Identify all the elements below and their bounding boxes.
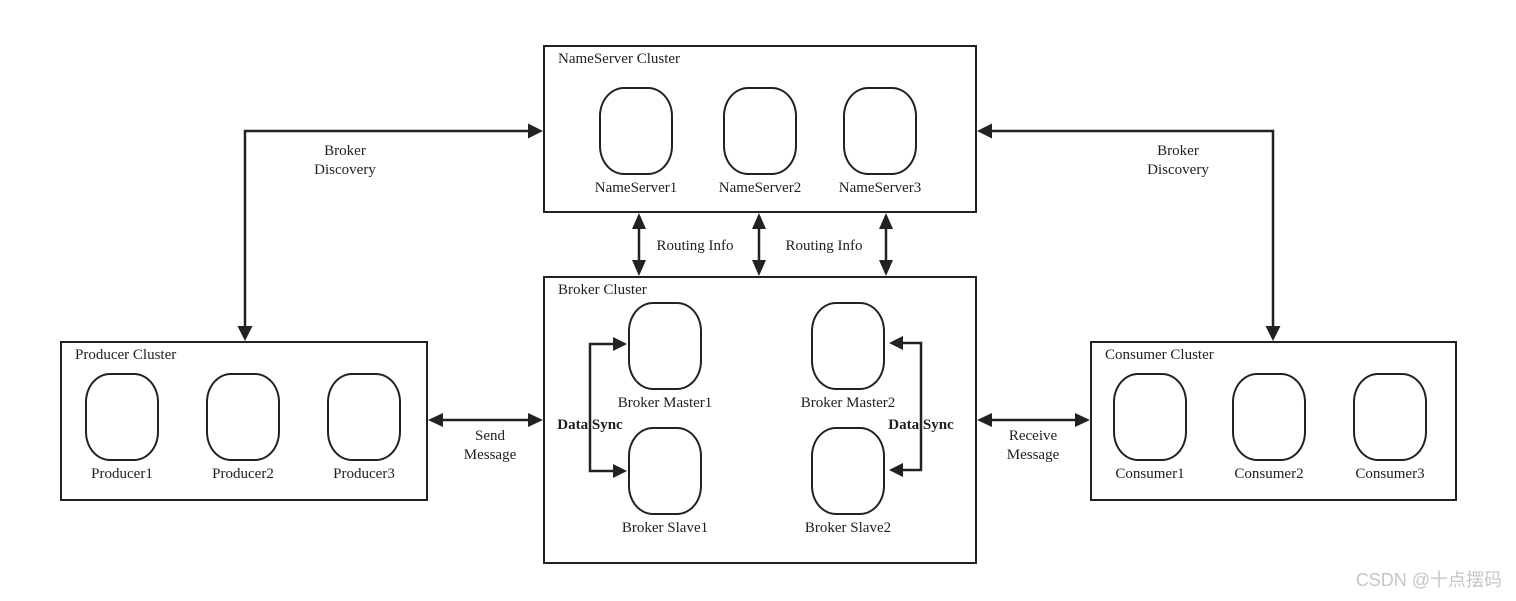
nameserver2-shape	[723, 87, 797, 175]
arrowhead	[632, 260, 646, 276]
consumer-cluster-title: Consumer Cluster	[1105, 347, 1214, 363]
data-sync-right-label: Data Sync	[888, 417, 954, 433]
broker-master1-shape	[628, 302, 702, 390]
data-sync-right-line	[900, 341, 923, 472]
arrowhead	[752, 260, 766, 276]
node-producer2: Producer2	[188, 373, 298, 483]
receive-message-line1: Receive	[1008, 428, 1058, 444]
arrowhead	[237, 326, 253, 341]
broker-slave1-label: Broker Slave1	[621, 520, 709, 536]
producer-cluster-box: Producer Cluster Producer1 Producer2 Pro…	[60, 341, 428, 501]
node-consumer1: Consumer1	[1095, 373, 1205, 483]
consumer-cluster-box: Consumer Cluster Consumer1 Consumer2 Con…	[1090, 341, 1457, 501]
data-sync-left-label: Data Sync	[557, 417, 623, 433]
nameserver1-shape	[599, 87, 673, 175]
arrowhead	[889, 463, 903, 477]
broker-discovery-right-label: Broker Discovery	[1113, 142, 1243, 180]
consumer3-shape	[1353, 373, 1427, 461]
nameserver3-label: NameServer3	[838, 180, 922, 196]
node-consumer3: Consumer3	[1335, 373, 1445, 483]
nameserver-cluster-title: NameServer Cluster	[558, 51, 681, 67]
arrowhead	[752, 213, 766, 229]
consumer1-shape	[1113, 373, 1187, 461]
node-nameserver1: NameServer1	[581, 87, 691, 197]
arrowhead	[977, 413, 992, 427]
arrowhead	[889, 336, 903, 350]
watermark-text: CSDN @十点摆码	[1355, 570, 1502, 590]
arrowhead	[613, 464, 627, 478]
nameserver1-label: NameServer1	[594, 180, 678, 196]
arrowhead	[879, 260, 893, 276]
broker-cluster-box: Broker Cluster Broker Master1 Broker Mas…	[543, 276, 977, 564]
routing-info-right-label: Routing Info	[785, 238, 863, 254]
arrowhead	[1265, 326, 1281, 341]
arrowhead	[879, 213, 893, 229]
receive-message-line2: Message	[1006, 447, 1060, 463]
broker-discovery-right-line	[982, 129, 1275, 337]
broker-discovery-right-line1: Broker	[1157, 143, 1199, 159]
producer3-label: Producer3	[333, 466, 395, 482]
routing-info-left-label: Routing Info	[656, 238, 734, 254]
send-message-line2: Message	[463, 447, 517, 463]
broker-master2-shape	[811, 302, 885, 390]
consumer2-shape	[1232, 373, 1306, 461]
arrowhead	[528, 123, 543, 139]
broker-slave2-shape	[811, 427, 885, 515]
nameserver-cluster-box: NameServer Cluster NameServer1 NameServe…	[543, 45, 977, 213]
nameserver3-shape	[843, 87, 917, 175]
broker-master1-label: Broker Master1	[617, 395, 713, 411]
data-sync-left-line	[588, 342, 616, 473]
broker-discovery-left-line1: Broker	[324, 143, 366, 159]
node-producer3: Producer3	[309, 373, 419, 483]
broker-discovery-right-line2: Discovery	[1147, 162, 1209, 178]
broker-slave1-shape	[628, 427, 702, 515]
producer3-shape	[327, 373, 401, 461]
node-consumer2: Consumer2	[1214, 373, 1324, 483]
broker-slave2-label: Broker Slave2	[804, 520, 892, 536]
node-broker-slave1: Broker Slave1	[610, 427, 720, 537]
arrowhead	[977, 123, 992, 139]
producer1-label: Producer1	[91, 466, 153, 482]
node-broker-master1: Broker Master1	[610, 302, 720, 412]
send-message-line1: Send	[475, 428, 505, 444]
arrowhead	[632, 213, 646, 229]
arrowhead	[613, 337, 627, 351]
broker-cluster-title: Broker Cluster	[558, 282, 647, 298]
node-broker-slave2: Broker Slave2	[793, 427, 903, 537]
consumer1-label: Consumer1	[1115, 466, 1185, 482]
broker-discovery-left-line2: Discovery	[314, 162, 376, 178]
arrowhead	[428, 413, 443, 427]
nameserver2-label: NameServer2	[718, 180, 802, 196]
node-broker-master2: Broker Master2	[793, 302, 903, 412]
broker-discovery-left-line	[243, 129, 538, 337]
consumer3-label: Consumer3	[1355, 466, 1425, 482]
arrowhead	[528, 413, 543, 427]
producer2-label: Producer2	[212, 466, 274, 482]
node-nameserver2: NameServer2	[705, 87, 815, 197]
node-producer1: Producer1	[67, 373, 177, 483]
producer1-shape	[85, 373, 159, 461]
producer2-shape	[206, 373, 280, 461]
producer-cluster-title: Producer Cluster	[75, 347, 177, 363]
receive-message-label: Receive Message	[968, 427, 1098, 465]
broker-master2-label: Broker Master2	[800, 395, 896, 411]
consumer2-label: Consumer2	[1234, 466, 1304, 482]
node-nameserver3: NameServer3	[825, 87, 935, 197]
arrowhead	[1075, 413, 1090, 427]
broker-discovery-left-label: Broker Discovery	[280, 142, 410, 180]
send-message-label: Send Message	[425, 427, 555, 465]
